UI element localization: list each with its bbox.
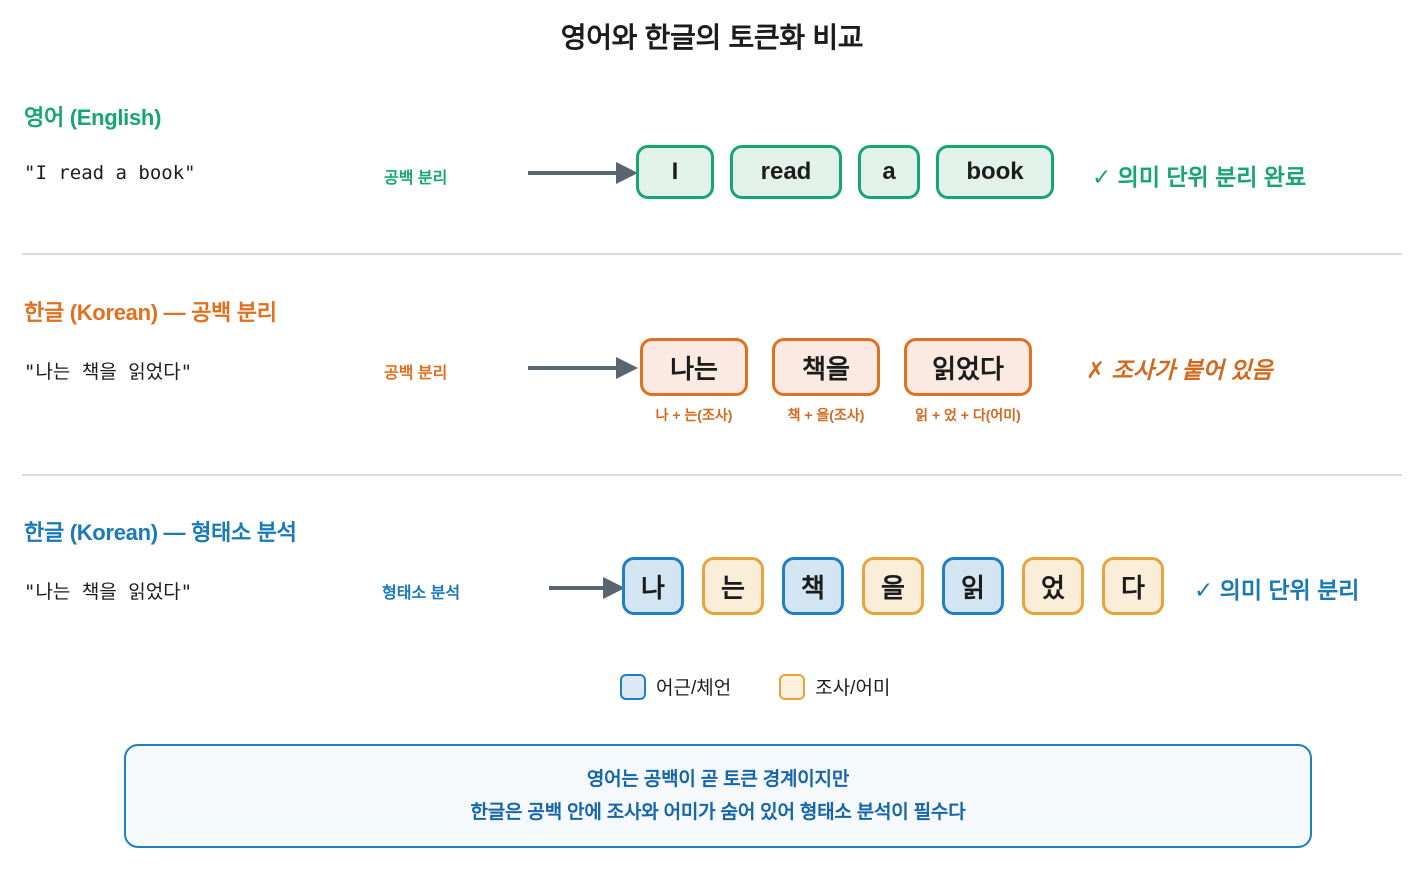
page-title: 영어와 한글의 토큰화 비교 (560, 22, 864, 53)
section-heading-english: 영어 (English) (24, 105, 162, 130)
method-label-korean-whitespace: 공백 분리 (384, 365, 448, 382)
legend: 어근/체언 조사/어미 (620, 673, 890, 700)
input-sentence-korean-morpheme: "나는 책을 읽었다" (24, 581, 193, 603)
section-heading-korean-morpheme: 한글 (Korean) — 형태소 분석 (24, 520, 297, 545)
legend-swatch-amber-icon (779, 673, 806, 700)
token-list-korean-morpheme: 나 는 책 을 읽 었 다 (622, 557, 1164, 615)
token-box[interactable]: 책 (782, 557, 844, 615)
token-list-english: I read a book (636, 145, 1054, 199)
summary-box: 영어는 공백이 곧 토큰 경계이지만 한글은 공백 안에 조사와 어미가 숨어 … (124, 744, 1312, 848)
section-heading-korean-whitespace: 한글 (Korean) — 공백 분리 (24, 300, 277, 325)
method-label-korean-morpheme: 형태소 분석 (382, 585, 461, 602)
legend-item-stem: 어근/체언 (620, 673, 731, 700)
token-box[interactable]: 는 (702, 557, 764, 615)
token-box[interactable]: 나는 (640, 338, 748, 396)
verdict-korean-morpheme: ✓ 의미 단위 분리 (1194, 577, 1360, 603)
arrow-right-icon (549, 577, 625, 599)
arrow-right-icon (528, 162, 638, 184)
summary-line-1: 영어는 공백이 곧 토큰 경계이지만 (586, 768, 850, 790)
morpheme-hint: 나 + 는(조사) (655, 407, 733, 423)
token-box[interactable]: 읽었다 (904, 338, 1032, 396)
morpheme-hint: 읽 + 었 + 다(어미) (915, 407, 1021, 423)
legend-label: 어근/체언 (656, 678, 732, 699)
section-divider (22, 253, 1402, 255)
token-box[interactable]: a (858, 145, 920, 199)
token-box[interactable]: 었 (1022, 557, 1084, 615)
input-sentence-korean-whitespace: "나는 책을 읽었다" (24, 361, 193, 383)
morpheme-hint-list: 나 + 는(조사) 책 + 을(조사) 읽 + 었 + 다(어미) (640, 405, 1032, 425)
token-box[interactable]: read (730, 145, 842, 199)
input-sentence-english: "I read a book" (24, 162, 196, 184)
verdict-english: ✓ 의미 단위 분리 완료 (1092, 164, 1307, 190)
token-box[interactable]: I (636, 145, 714, 199)
token-box[interactable]: 다 (1102, 557, 1164, 615)
method-label-english: 공백 분리 (384, 170, 448, 187)
token-box[interactable]: 나 (622, 557, 684, 615)
token-box[interactable]: book (936, 145, 1054, 199)
token-box[interactable]: 책을 (772, 338, 880, 396)
arrow-right-icon (528, 357, 638, 379)
token-box[interactable]: 을 (862, 557, 924, 615)
verdict-korean-whitespace: ✗ 조사가 붙어 있음 (1086, 357, 1273, 383)
summary-line-2: 한글은 공백 안에 조사와 어미가 숨어 있어 형태소 분석이 필수다 (470, 802, 966, 823)
legend-label: 조사/어미 (815, 678, 891, 699)
legend-item-particle: 조사/어미 (779, 673, 890, 700)
section-divider (22, 474, 1402, 476)
token-box[interactable]: 읽 (942, 557, 1004, 615)
morpheme-hint: 책 + 을(조사) (787, 407, 865, 423)
legend-swatch-blue-icon (620, 673, 646, 700)
token-list-korean-whitespace: 나는 책을 읽었다 (640, 338, 1032, 396)
